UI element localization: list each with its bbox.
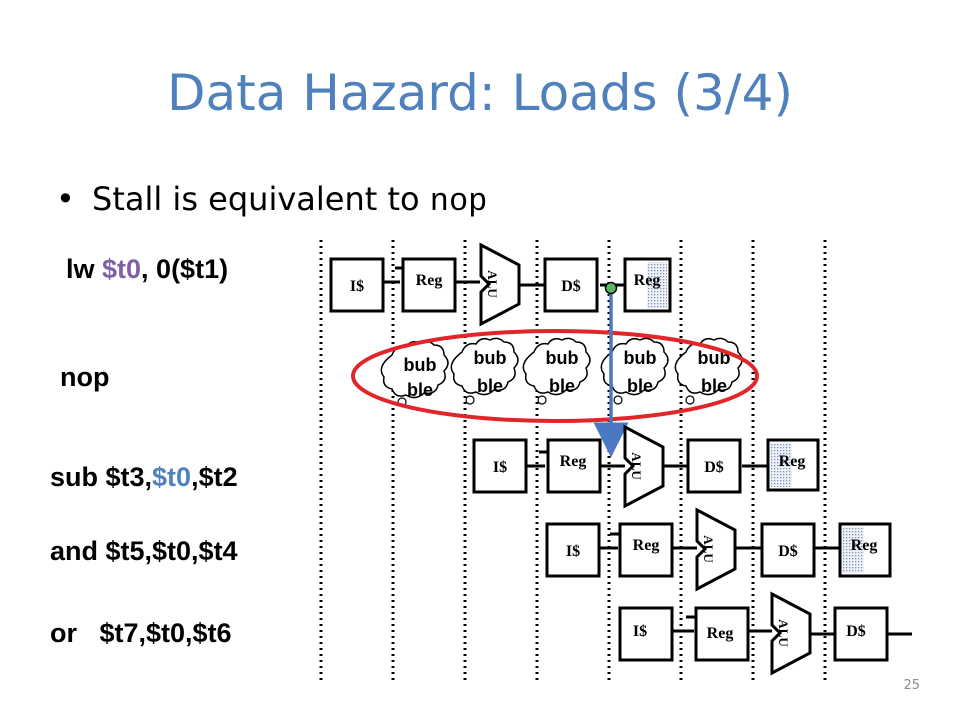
decode-reg-label: Reg	[707, 625, 734, 642]
ifetch-label: I$	[350, 278, 364, 295]
alu-shape	[695, 507, 737, 592]
bubble-highlight-ring	[351, 329, 759, 423]
instruction-and: and $t5,$t0,$t4	[50, 536, 238, 566]
bullet-dot-icon: •	[56, 180, 75, 218]
bubble-2-line1: bub	[474, 348, 507, 368]
bubble-4: bub ble	[600, 337, 669, 405]
ifetch-label: I$	[493, 459, 507, 476]
alu-label: ALU	[776, 619, 791, 647]
bubble-5-line1: bub	[698, 348, 731, 368]
decode-reg-box	[618, 522, 674, 578]
alu-shape	[770, 591, 812, 676]
writeback-active-half	[647, 262, 667, 308]
dmem-label: D$	[778, 543, 798, 560]
writeback-reg-label: Reg	[779, 453, 806, 470]
bubble-2: bub ble	[450, 337, 519, 405]
instruction-sub-rest: ,$t2	[191, 462, 238, 492]
forwarding-path	[593, 281, 629, 458]
instruction-lw-rest: , 0($t1)	[141, 254, 229, 284]
ifetch-box	[329, 257, 385, 313]
instruction-sub-src-reg: $t0	[152, 462, 192, 492]
decode-reg-label: Reg	[560, 453, 587, 470]
decode-reg-label: Reg	[633, 537, 660, 554]
dmem-box	[543, 257, 599, 313]
dmem-label: D$	[846, 623, 866, 640]
decode-reg-box	[694, 606, 750, 662]
instruction-nop: nop	[60, 362, 110, 392]
dmem-box	[760, 522, 816, 578]
decode-reg-box	[401, 257, 457, 313]
instruction-sub-prefix: sub $t3,	[50, 462, 153, 492]
bubble-3: bub ble	[522, 337, 591, 405]
bubble-3-line1: bub	[546, 348, 579, 368]
bullet-text: Stall is equivalent to	[92, 180, 430, 218]
writeback-active-half	[770, 443, 792, 487]
pipeline-row-and: I$ Reg ALU D$ Reg	[545, 507, 892, 592]
instruction-lw-dest-reg: $t0	[102, 254, 142, 284]
bubble-4-line2: ble	[627, 376, 653, 396]
bullet-point: • Stall is equivalent to nop	[56, 180, 487, 220]
forward-source-dot	[604, 281, 618, 295]
dmem-box	[833, 606, 889, 662]
bubble-3-line2: ble	[549, 376, 575, 396]
alu-label: ALU	[629, 452, 644, 480]
bubble-4-line1: bub	[624, 348, 657, 368]
alu-label: ALU	[485, 270, 500, 298]
alu-shape	[623, 424, 665, 509]
instruction-or: or $t7,$t0,$t6	[50, 618, 232, 648]
slide-title: Data Hazard: Loads (3/4)	[167, 64, 793, 122]
pipeline-row-lw: I$ Reg ALU D$ Reg	[329, 242, 672, 327]
writeback-reg-label: Reg	[634, 272, 661, 289]
bubble-1: bub ble	[380, 340, 449, 407]
ifetch-label: I$	[633, 623, 647, 640]
clock-cycle-lines	[319, 240, 827, 680]
pipeline-row-sub: I$ Reg ALU D$ Reg	[472, 424, 820, 509]
bullet-code: nop	[429, 183, 488, 220]
dmem-box	[686, 438, 742, 494]
bubble-row: bub ble bub ble bub ble bub ble	[380, 337, 743, 407]
pipeline-row-or: I$ Reg ALU D$	[618, 591, 912, 676]
bubble-1-line1: bub	[404, 355, 437, 375]
bubble-5-line2: ble	[701, 376, 727, 396]
ifetch-box	[472, 438, 528, 494]
ifetch-label: I$	[566, 543, 580, 560]
slide-number: 25	[903, 678, 920, 693]
ifetch-box	[618, 606, 674, 662]
decode-reg-box	[546, 438, 602, 494]
decode-reg-label: Reg	[416, 272, 443, 289]
alu-shape	[479, 242, 521, 327]
dmem-label: D$	[561, 278, 581, 295]
bubble-1-line2: ble	[407, 380, 433, 400]
bubble-2-line2: ble	[477, 376, 503, 396]
writeback-active-half	[842, 527, 864, 573]
instruction-lw: lw $t0, 0($t1)	[66, 254, 228, 285]
dmem-label: D$	[704, 459, 724, 476]
instruction-lw-op: lw	[66, 254, 103, 284]
alu-label: ALU	[701, 535, 716, 563]
writeback-reg-label: Reg	[851, 537, 878, 554]
ifetch-box	[545, 522, 601, 578]
instruction-sub: sub $t3,$t0,$t2	[50, 462, 238, 493]
